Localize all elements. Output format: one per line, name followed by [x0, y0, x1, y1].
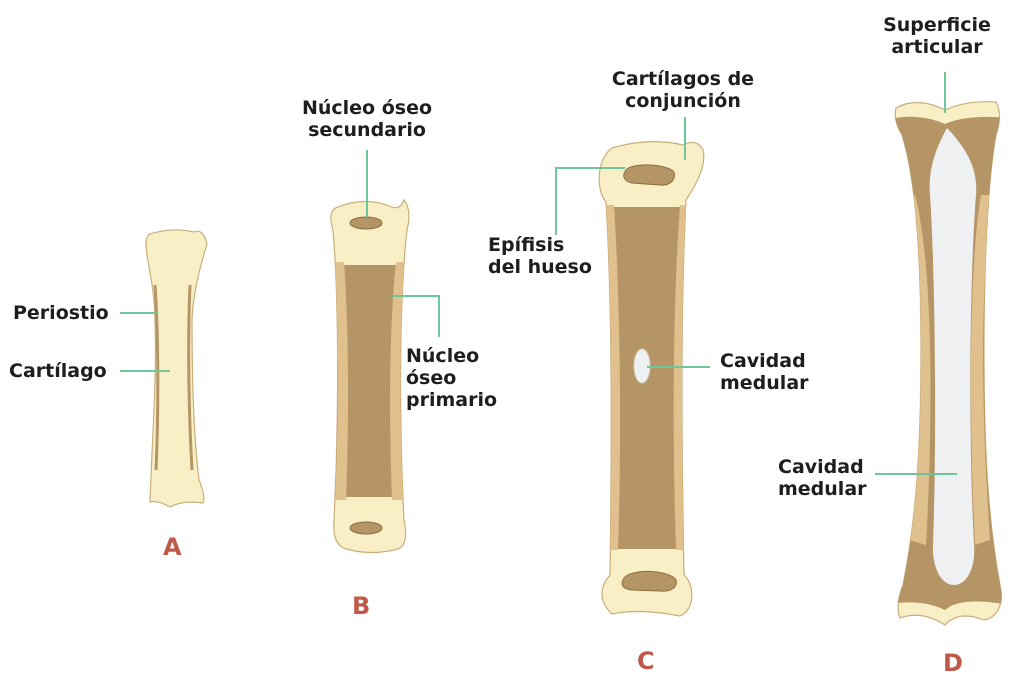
label-line: Cavidad — [720, 350, 809, 372]
label-line: Cavidad — [778, 456, 867, 478]
label-medullary-cavity-d: Cavidad medular — [778, 456, 867, 500]
label-secondary-nucleus: Núcleo óseo secundario — [290, 97, 444, 141]
bone-stage-a — [146, 230, 207, 507]
label-cartilage: Cartílago — [9, 360, 107, 382]
label-line: primario — [406, 389, 497, 411]
stage-letter-b: B — [352, 593, 370, 619]
label-line: del hueso — [488, 256, 592, 278]
label-line: Cartílagos de — [598, 68, 768, 90]
label-line: articular — [872, 36, 1002, 58]
label-line: óseo — [406, 367, 497, 389]
label-line: Superficie — [872, 14, 1002, 36]
label-epiphysis: Epífisis del hueso — [488, 234, 592, 278]
label-primary-nucleus: Núcleo óseo primario — [406, 345, 497, 411]
label-line: conjunción — [598, 90, 768, 112]
label-line: Núcleo óseo — [290, 97, 444, 119]
medullary-cavity-d — [930, 128, 977, 585]
label-line: Núcleo — [406, 345, 497, 367]
bone-shaft — [590, 207, 710, 549]
bone-stage-c — [590, 142, 710, 616]
label-medullary-cavity-c: Cavidad medular — [720, 350, 809, 394]
stage-letter-d: D — [943, 650, 963, 676]
stage-letter-a: A — [163, 534, 182, 560]
label-line: Epífisis — [488, 234, 592, 256]
label-line: medular — [778, 478, 867, 500]
label-periosteum: Periostio — [13, 302, 109, 324]
bone-stage-b — [320, 200, 420, 553]
label-growth-cartilage: Cartílagos de conjunción — [598, 68, 768, 112]
label-line: secundario — [290, 119, 444, 141]
bone-stage-d — [885, 102, 1010, 625]
growth-cartilage-top — [624, 165, 675, 185]
growth-cartilage-bottom — [622, 571, 676, 591]
stage-letter-c: C — [637, 648, 655, 674]
label-articular-surface: Superficie articular — [872, 14, 1002, 58]
secondary-nucleus-bottom — [350, 522, 382, 534]
primary-ossification-zone — [320, 265, 420, 497]
secondary-nucleus-top — [350, 217, 382, 229]
label-line: medular — [720, 372, 809, 394]
